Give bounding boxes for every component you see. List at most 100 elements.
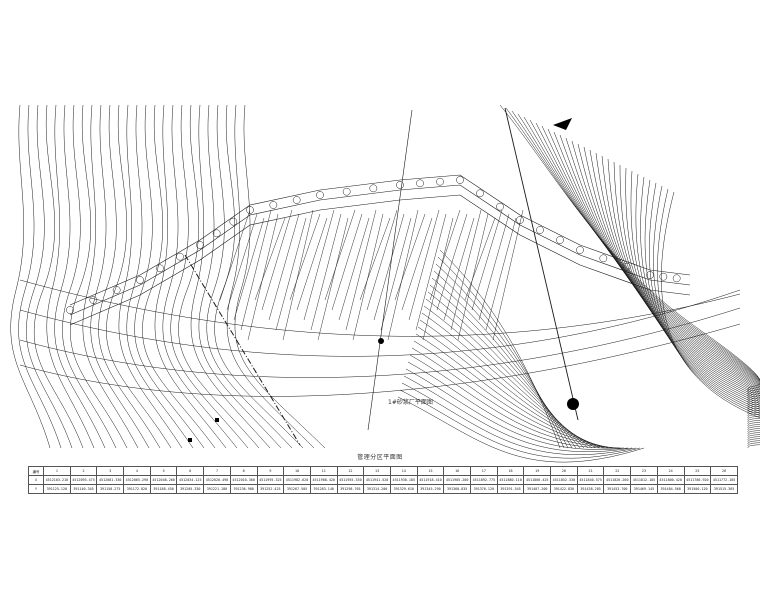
station-marker [476,189,484,198]
contour-line [657,188,760,447]
boundary-line [184,254,301,446]
contour-line [134,104,205,449]
table-cell: 25 [683,466,712,476]
table-row-header: 编号 [28,466,44,476]
hatch-line [408,209,440,321]
contour-line [33,104,84,449]
contour-line [106,104,172,449]
table-cell: 4511826.260 [603,475,632,485]
table-cell: 4511995.325 [256,475,285,485]
hatch-line [268,213,300,321]
table-cell: 391329.610 [389,484,418,494]
hatch-line [492,209,524,341]
contour-line [70,104,128,449]
contour-line [126,104,194,449]
contour-line [433,270,573,449]
table-cell: 2 [69,466,98,476]
table-cell: 11 [309,466,338,476]
contour-line [162,104,238,449]
hatch-line [373,213,405,321]
road-edge-line [69,174,691,306]
table-cell: 4512081.330 [96,475,125,485]
table-cell: 4512065.290 [123,475,151,485]
hatch-line [226,213,258,311]
contour-line [142,104,216,449]
hatch-line [303,209,335,321]
contour-line [565,137,760,413]
table-cell: 13 [363,466,391,476]
contour-line [613,161,760,429]
hatch-line [485,217,517,331]
contour-lines [10,104,760,463]
station-marker [246,206,254,214]
table-cell: 391172.820 [123,484,151,494]
hatch-line [394,213,426,301]
hatch-line [422,217,454,341]
table-cell: 5 [149,466,178,476]
station-marker [516,216,524,224]
table-cell: 4511812.185 [630,475,658,485]
table-cell: 21 [576,466,605,476]
contour-line [419,319,601,449]
contour-line [541,125,760,405]
contour-line [10,104,51,449]
table-cell: 391158.275 [96,484,125,494]
table-cell: 4511866.425 [523,475,552,485]
hatch-line [443,217,475,321]
table-cell: 14 [389,466,418,476]
survey-point-marker [215,418,219,422]
contour-line [630,170,760,435]
table-cell: 4511892.775 [470,475,498,485]
station-marker [342,187,351,196]
contour-line [54,104,106,449]
table-cell: 391438.285 [576,484,605,494]
hatch-line [233,217,265,321]
hatch-line [478,213,510,321]
table-cell: 391391.545 [496,484,525,494]
station-markers [66,176,681,314]
station-marker [416,179,424,188]
contour-line [234,104,326,449]
contour-line [511,110,760,395]
survey-features [184,107,579,446]
station-marker [316,191,324,199]
table-cell: 23 [630,466,658,476]
table-cell: 391140.345 [69,484,98,494]
table-cell: 16 [443,466,471,476]
contour-line [499,104,760,391]
contour-line [118,104,183,449]
table-cell: 391500.120 [683,484,712,494]
table-cell: 4512103.210 [43,475,71,485]
hatch-line [450,209,482,331]
contour-line [18,104,62,449]
contour-line [635,173,760,437]
contour-line [26,104,73,449]
contour-line [439,249,561,449]
station-marker [369,184,378,193]
hatch-line [282,209,314,341]
contour-line [553,131,760,409]
hatch-line [275,217,307,331]
table-cell: 391298.765 [336,484,365,494]
station-marker [599,254,608,263]
contour-line [401,382,637,455]
table-cell: 391205.330 [176,484,205,494]
table-cell: 391125.120 [43,484,71,494]
contour-line [601,155,760,425]
contour-line [571,140,760,415]
table-cell: 4511941.520 [363,475,391,485]
table-cell: 391376.120 [470,484,498,494]
table-cell: 391360.835 [443,484,471,494]
table-cell: 1 [43,466,71,476]
table-cell: 4511968.420 [309,475,338,485]
station-marker [229,217,238,226]
station-marker [176,252,184,261]
contour-line [625,167,760,433]
control-point-marker [567,398,579,410]
table-cell: 4511930.185 [389,475,418,485]
contour-line [411,347,617,449]
contour-line [423,305,593,449]
hatch-line [247,213,279,341]
